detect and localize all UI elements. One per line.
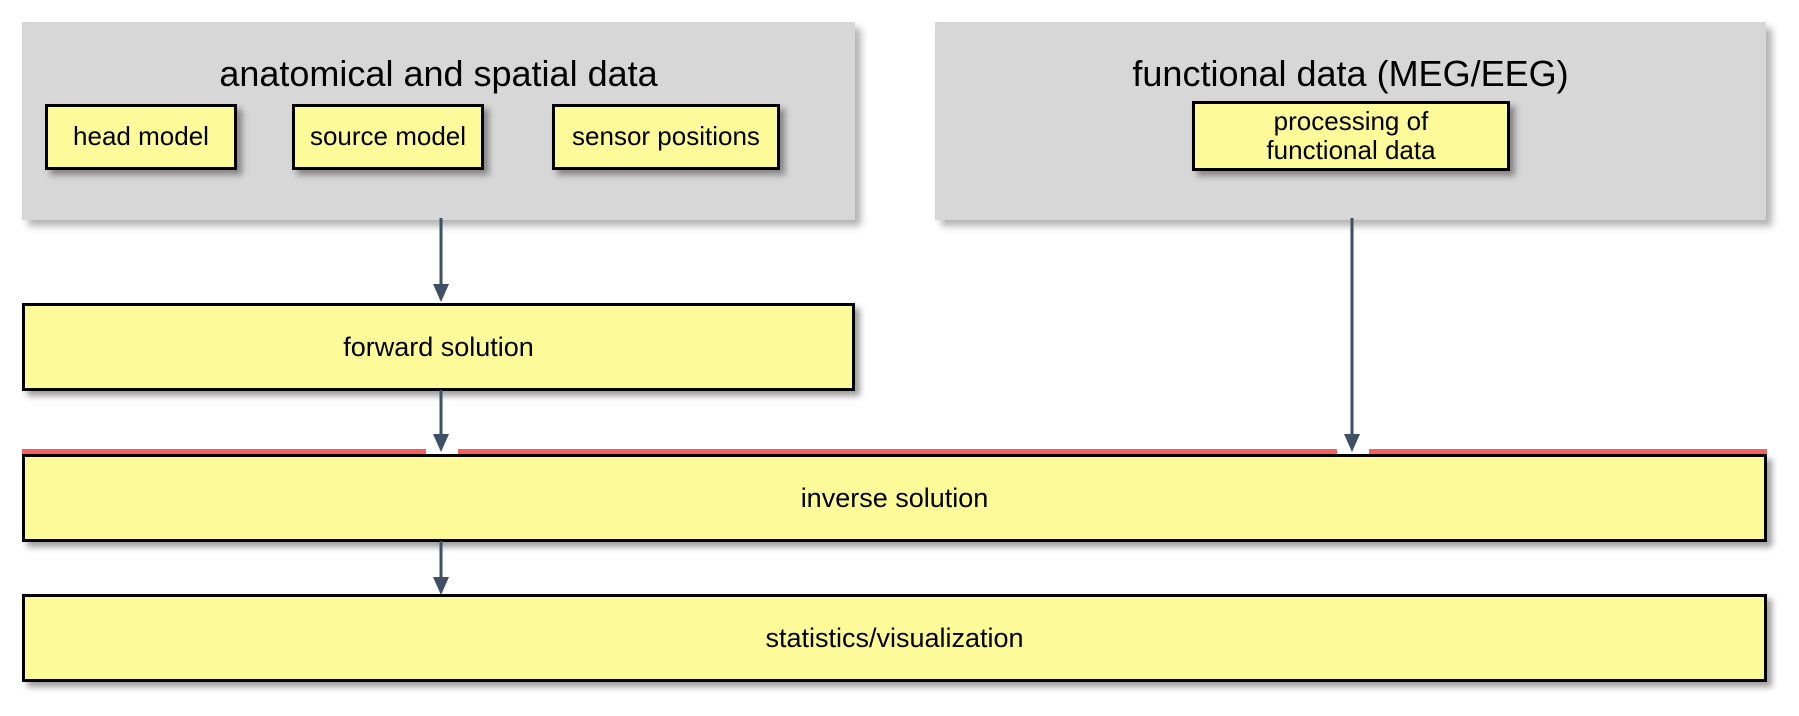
box-source-model-label: source model xyxy=(309,121,467,152)
group-title-functional-data: functional data (MEG/EEG) xyxy=(1132,53,1569,94)
accent-rule-inverse-solution-mid xyxy=(458,449,1337,454)
box-statistics-visualization[interactable]: statistics/visualization xyxy=(22,594,1767,682)
box-head-model[interactable]: head model xyxy=(45,104,237,170)
box-sensor-positions[interactable]: sensor positions xyxy=(552,104,780,170)
connector-forward-to-inverse xyxy=(433,390,449,452)
box-inverse-solution-label: inverse solution xyxy=(800,482,989,513)
box-forward-solution-label: forward solution xyxy=(343,331,534,362)
box-head-model-label: head model xyxy=(73,121,209,152)
group-title-anatomical-spatial-data: anatomical and spatial data xyxy=(219,53,658,94)
box-processing-of-functional-data[interactable]: processing of functional data xyxy=(1192,101,1510,171)
box-statistics-visualization-label: statistics/visualization xyxy=(765,622,1024,653)
box-sensor-positions-label: sensor positions xyxy=(572,121,760,152)
accent-rule-inverse-solution-right xyxy=(1369,449,1767,454)
group-panel-functional-data: functional data (MEG/EEG) xyxy=(935,22,1766,220)
box-inverse-solution[interactable]: inverse solution xyxy=(22,454,1767,542)
box-source-model[interactable]: source model xyxy=(292,104,484,170)
connector-inverse-to-statistics xyxy=(433,541,449,595)
connector-functional-to-inverse xyxy=(1344,218,1360,452)
box-processing-of-functional-data-label: processing of functional data xyxy=(1266,105,1436,165)
connector-anatomical-to-forward xyxy=(433,218,449,302)
accent-rule-inverse-solution-left xyxy=(22,449,426,454)
box-forward-solution[interactable]: forward solution xyxy=(22,303,855,391)
